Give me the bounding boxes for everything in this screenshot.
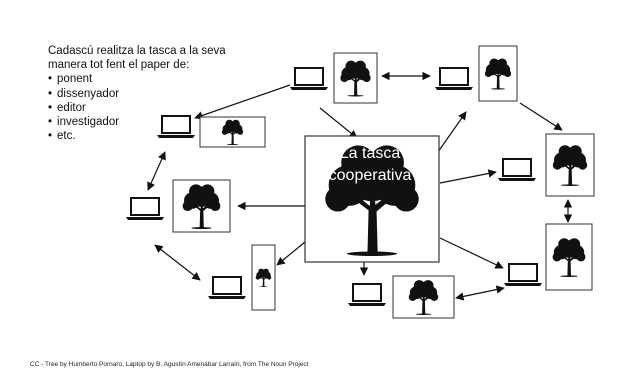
arrow — [276, 241, 306, 266]
arrow — [319, 107, 358, 139]
laptop-icon — [497, 158, 537, 182]
intro-line-2: manera tot fent el paper de: — [48, 59, 190, 72]
arrow — [154, 244, 201, 281]
connection-arrows — [147, 71, 573, 301]
arrow — [194, 84, 291, 120]
arrow — [519, 102, 563, 131]
arrow — [147, 151, 166, 191]
role-item: dissenyador — [48, 87, 226, 101]
credits-footer: CC - Tree by Humberto Pornaro, Laptop by… — [30, 361, 309, 368]
arrow — [439, 237, 504, 269]
roles-list: ponent dissenyador editor investigador e… — [48, 72, 226, 143]
intro-text: Cadascú realitza la tasca a la seva mane… — [48, 44, 226, 143]
intro-line-1: Cadascú realitza la tasca a la seva — [48, 45, 226, 57]
arrow — [437, 111, 467, 153]
laptop-icon — [434, 67, 474, 91]
role-item: editor — [48, 101, 226, 115]
role-item: investigador — [48, 115, 226, 129]
laptop-icon — [156, 115, 196, 139]
laptop-icon — [207, 276, 247, 300]
arrow — [455, 285, 505, 301]
laptop-icon — [503, 263, 543, 287]
laptop-icon — [125, 197, 165, 221]
arrow — [439, 169, 497, 184]
laptop-icon — [347, 283, 387, 307]
role-item: etc. — [48, 129, 226, 143]
laptop-icon — [289, 67, 329, 91]
role-item: ponent — [48, 72, 226, 86]
